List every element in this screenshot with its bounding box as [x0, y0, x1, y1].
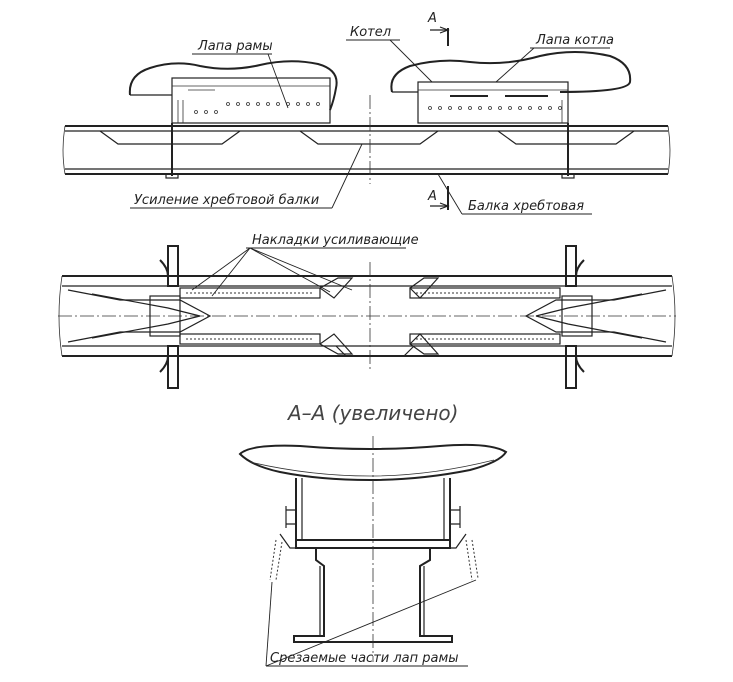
- reinforcement-center: [299, 130, 439, 145]
- section-aa-view: А–А (увеличено): [238, 401, 508, 667]
- section-mark-bottom: A: [427, 186, 450, 210]
- plan-view: Накладки усиливающие: [58, 233, 676, 389]
- label-boiler: Котел: [350, 25, 391, 40]
- spine-beam-side: [62, 123, 671, 179]
- reinforcement-right: [497, 130, 635, 145]
- boiler-paw-body: [417, 81, 569, 124]
- reinforcing-plates-bottom: [179, 333, 561, 357]
- boiler-shell-section: [238, 443, 508, 482]
- rivet-row-left: [194, 102, 320, 114]
- side-elevation-view: A A Лапа рамы Котел Лапа котла Усиление …: [62, 11, 671, 215]
- section-title: А–А (увеличено): [286, 401, 458, 425]
- bracket-left: [149, 245, 181, 389]
- label-boiler-paw: Лапа котла: [535, 33, 614, 48]
- boiler-outline: [390, 51, 632, 93]
- cut-parts-right: [465, 539, 479, 581]
- reinforcement-left: [99, 130, 241, 145]
- section-mark-letter-top: A: [427, 11, 437, 26]
- label-spine-beam: Балка хребтовая: [468, 199, 584, 214]
- cut-parts-left: [269, 539, 283, 581]
- section-mark-top: A: [427, 11, 450, 46]
- frame-paw-body: [171, 77, 331, 124]
- bracket-right: [561, 245, 593, 389]
- label-cut-parts: Срезаемые части лап рамы: [270, 651, 459, 666]
- label-spine-reinforcement: Усиление хребтовой балки: [134, 193, 319, 208]
- label-frame-paw: Лапа рамы: [197, 39, 273, 54]
- label-reinforcing-plates: Накладки усиливающие: [252, 233, 419, 248]
- frame-paw-outline: [128, 60, 338, 111]
- section-mark-letter-bottom: A: [427, 189, 437, 204]
- rivet-row-right: [428, 106, 562, 110]
